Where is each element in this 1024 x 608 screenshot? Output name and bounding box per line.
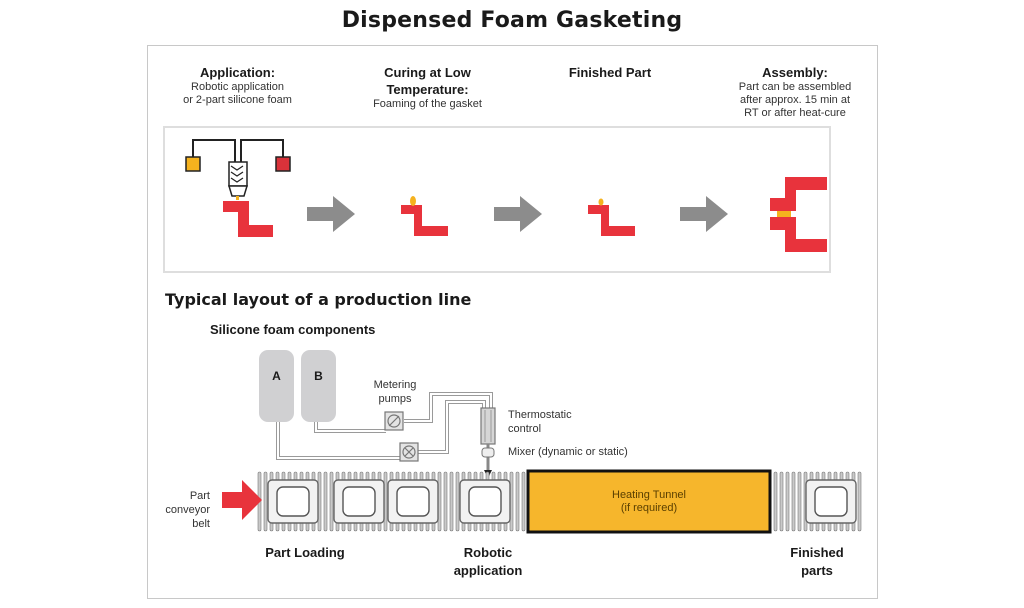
thermostatic-control-icon: [480, 407, 496, 445]
component-b-box: [275, 156, 291, 172]
belt-slat: [329, 471, 334, 532]
conveyor-arrow-icon: [222, 480, 262, 520]
mixer-label: Mixer (dynamic or static): [508, 446, 628, 458]
belt-slat: [443, 471, 448, 532]
heating-tunnel-label: Heating Tunnel (if required): [528, 489, 770, 515]
tank-b: [301, 350, 336, 422]
part-shape: [223, 201, 273, 237]
belt-slat: [521, 471, 526, 532]
station-part-loading: Part Loading: [265, 545, 345, 560]
belt-slat: [785, 471, 790, 532]
step-curing: Curing at Low Temperature: Foaming of th…: [360, 64, 495, 111]
step-title: Curing at Low Temperature:: [384, 65, 471, 97]
step-finished-part: Finished Part: [545, 64, 675, 81]
step-title: Finished Part: [568, 65, 652, 80]
belt-slat: [773, 471, 778, 532]
tank-b-label: B: [314, 369, 323, 383]
belt-slat: [779, 471, 784, 532]
diagram-frame: [147, 45, 878, 599]
step-application: Application: Robotic application or 2-pa…: [160, 64, 315, 107]
tank-a: [259, 350, 294, 422]
dispenser-icon: [185, 139, 291, 200]
metering-pumps-label: Metering pumps: [373, 379, 417, 405]
station-robotic-application: Robotic application: [453, 545, 523, 578]
belt-slat: [323, 471, 328, 532]
belt-slat: [797, 471, 802, 532]
station-finished-parts: Finished parts: [790, 545, 844, 578]
belt-slat: [449, 471, 454, 532]
belt-part-holder: [267, 479, 319, 524]
component-a-box: [185, 156, 201, 172]
step-description: or 2-part silicone foam: [183, 94, 292, 106]
step-description: Foaming of the gasket: [373, 98, 482, 110]
heating-tunnel-title: Heating Tunnel: [612, 489, 686, 501]
part-shape: [588, 205, 635, 236]
step-title: Application:: [199, 65, 276, 80]
step-title: Assembly:: [762, 65, 828, 80]
arrow-icon: [494, 196, 542, 232]
metering-pump-icon: [384, 411, 404, 431]
conveyor-belt: [257, 471, 862, 532]
step-description: Part can be assembled: [738, 81, 852, 93]
page-title: Dispensed Foam Gasketing: [341, 8, 683, 33]
belt-slat: [515, 471, 520, 532]
metering-pump-icon: [399, 442, 419, 462]
belt-slat: [791, 471, 796, 532]
belt-part-holder: [387, 479, 439, 524]
belt-slat: [263, 471, 268, 532]
belt-slat: [857, 471, 862, 532]
step-assembly: Assembly: Part can be assembled after ap…: [720, 64, 870, 120]
heating-tunnel: [526, 469, 772, 534]
part-shape: [401, 205, 448, 236]
belt-slat: [455, 471, 460, 532]
arrow-icon: [680, 196, 728, 232]
step-description: after approx. 15 min at: [739, 94, 851, 106]
production-line-title: Typical layout of a production line: [165, 290, 472, 309]
conveyor-label-line: conveyor: [165, 504, 210, 516]
foam-bead: [410, 196, 416, 206]
tank-a-label: A: [272, 369, 281, 383]
arrow-icon: [307, 196, 355, 232]
assembled-parts: [770, 177, 827, 252]
belt-part-holder: [459, 479, 511, 524]
conveyor-label: Part conveyor belt: [155, 489, 210, 531]
belt-part-holder: [333, 479, 385, 524]
step-description: Robotic application: [191, 81, 284, 93]
conveyor-label-line: Part: [189, 490, 210, 502]
process-panel: [163, 126, 831, 273]
components-title: Silicone foam components: [210, 322, 376, 337]
thermostatic-control-label: Thermostatic control: [508, 409, 572, 435]
foam-bead: [598, 198, 604, 206]
belt-part-holder: [805, 479, 857, 524]
heating-tunnel-note: (if required): [620, 502, 678, 514]
step-description: RT or after heat-cure: [744, 107, 846, 119]
conveyor-label-line: belt: [192, 518, 210, 530]
